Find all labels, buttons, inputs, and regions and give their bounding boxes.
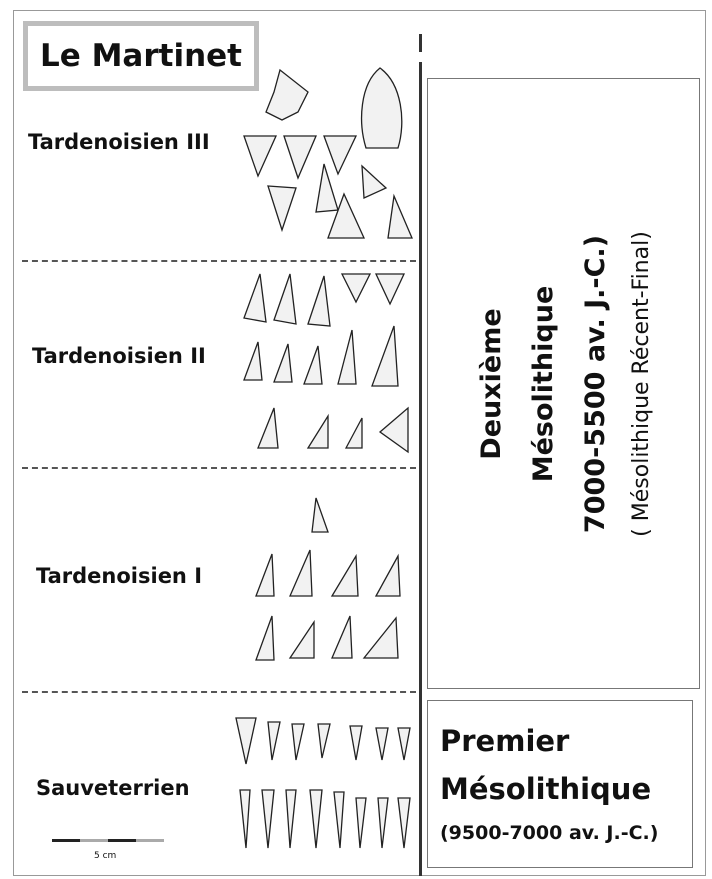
second-mesolithic-text: Deuxième Mésolithique 7000-5500 av. J.-C… bbox=[466, 231, 662, 537]
site-title: Le Martinet bbox=[40, 38, 242, 74]
microlith bbox=[303, 345, 323, 385]
microlith bbox=[330, 553, 359, 597]
microlith bbox=[371, 325, 399, 387]
microlith bbox=[311, 497, 329, 533]
microlith bbox=[337, 329, 357, 385]
second-line-1: Deuxième bbox=[475, 307, 507, 460]
microlith bbox=[285, 789, 297, 849]
arrowhead bbox=[267, 185, 297, 233]
microlith bbox=[397, 727, 411, 761]
microlith bbox=[309, 789, 323, 849]
microlith bbox=[355, 797, 367, 849]
phase-separator-1 bbox=[22, 260, 416, 262]
arrowhead bbox=[283, 135, 317, 180]
arrowhead bbox=[243, 135, 278, 178]
microlith bbox=[344, 417, 363, 449]
tools-sauveterrien bbox=[235, 717, 411, 849]
panel-first-mesolithic: Premier Mésolithique (9500-7000 av. J.-C… bbox=[427, 700, 693, 868]
microlith bbox=[235, 717, 257, 765]
arrowhead bbox=[323, 135, 358, 176]
phase-label-tardenoisien-iii: Tardenoisien III bbox=[28, 130, 210, 154]
microlith bbox=[307, 275, 331, 327]
microlith bbox=[375, 727, 389, 761]
microlith bbox=[340, 273, 372, 304]
microlith bbox=[397, 797, 411, 849]
phase-separator-3 bbox=[22, 691, 416, 693]
first-line-1: Premier bbox=[440, 724, 570, 758]
second-line-4: ( Mésolithique Récent-Final) bbox=[628, 230, 654, 537]
microlith bbox=[349, 725, 363, 761]
first-line-2: Mésolithique bbox=[440, 772, 652, 806]
microlith bbox=[243, 273, 267, 323]
microlith bbox=[267, 721, 281, 761]
tools-tardenoisien-iii bbox=[243, 67, 413, 239]
microlith bbox=[374, 273, 406, 306]
divider-tick bbox=[419, 34, 422, 52]
microlith bbox=[239, 789, 251, 849]
microlith bbox=[317, 723, 331, 759]
phase-separator-2 bbox=[22, 467, 416, 469]
microlith bbox=[273, 343, 293, 383]
microlith bbox=[255, 553, 275, 597]
microlith bbox=[288, 619, 315, 659]
microlith bbox=[331, 615, 353, 659]
vertical-divider bbox=[419, 62, 422, 876]
second-line-3: 7000-5500 av. J.-C.) bbox=[579, 234, 611, 533]
first-mesolithic-text: Premier Mésolithique (9500-7000 av. J.-C… bbox=[440, 717, 658, 853]
site-title-box: Le Martinet bbox=[23, 21, 259, 91]
microlith bbox=[261, 789, 275, 849]
microlith bbox=[374, 553, 401, 597]
phase-label-sauveterrien: Sauveterrien bbox=[36, 776, 190, 800]
first-line-3: (9500-7000 av. J.-C.) bbox=[440, 822, 659, 844]
microlith bbox=[362, 616, 399, 659]
arrowhead bbox=[387, 193, 413, 239]
figure-frame bbox=[13, 10, 706, 876]
microlith bbox=[255, 615, 275, 661]
arrowhead bbox=[327, 192, 366, 239]
arrowhead bbox=[361, 67, 403, 149]
tools-tardenoisien-i bbox=[255, 497, 401, 661]
microlith bbox=[333, 791, 345, 849]
panel-second-mesolithic: Deuxième Mésolithique 7000-5500 av. J.-C… bbox=[427, 78, 700, 689]
phase-label-tardenoisien-i: Tardenoisien I bbox=[36, 564, 203, 588]
arrowhead bbox=[315, 163, 339, 213]
phase-label-tardenoisien-ii: Tardenoisien II bbox=[32, 344, 206, 368]
microlith bbox=[377, 797, 389, 849]
microlith bbox=[257, 407, 279, 449]
microlith bbox=[243, 341, 263, 381]
second-line-2: Mésolithique bbox=[527, 285, 559, 482]
tools-tardenoisien-ii bbox=[243, 273, 409, 454]
microlith bbox=[273, 273, 297, 325]
scale-label: 5 cm bbox=[94, 851, 117, 861]
microlith bbox=[291, 723, 305, 761]
microlith bbox=[378, 406, 409, 454]
scale-bar bbox=[52, 839, 164, 844]
arrowhead bbox=[265, 68, 309, 121]
arrowhead bbox=[361, 164, 388, 199]
microlith bbox=[289, 549, 313, 597]
microlith bbox=[306, 413, 329, 449]
